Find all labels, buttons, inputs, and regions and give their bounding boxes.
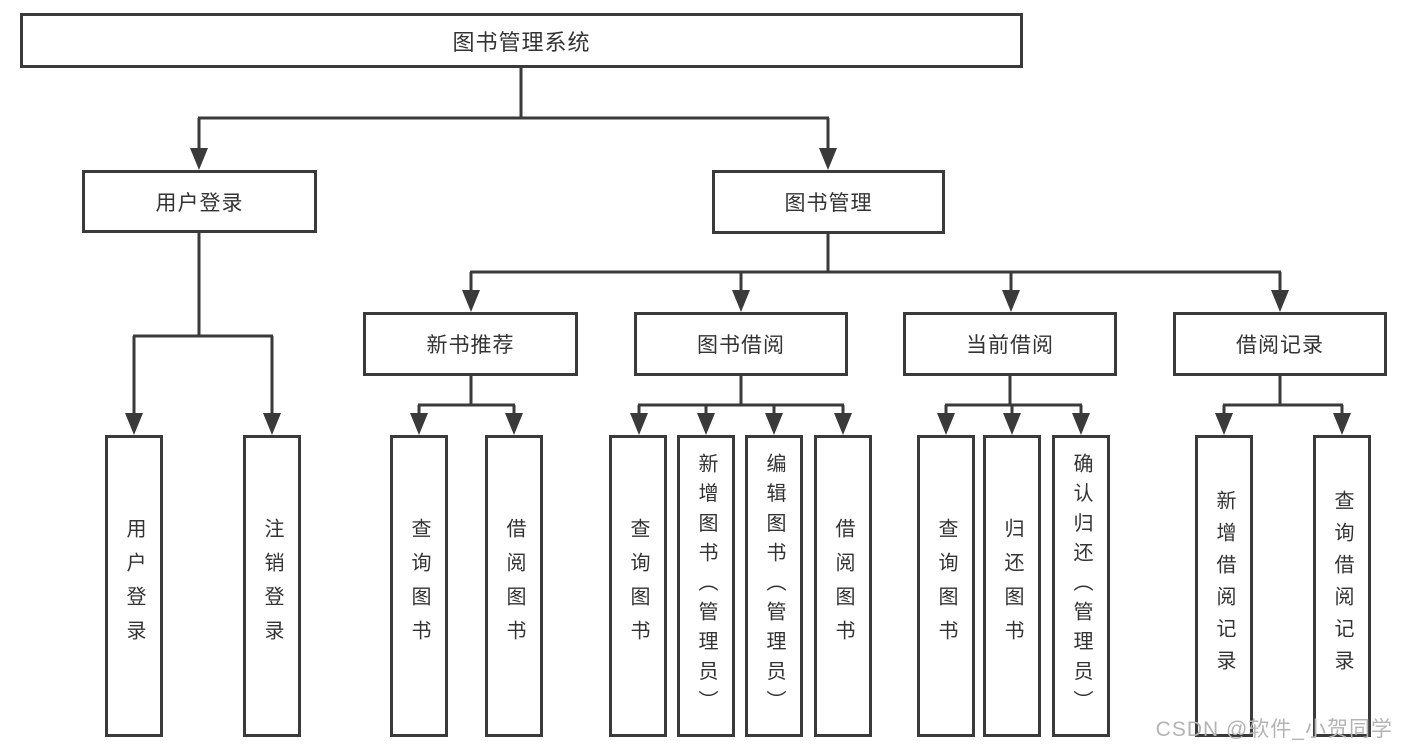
node-current-borrow: 当前借阅 <box>903 312 1117 376</box>
leaf-logout: 注销登录 <box>243 435 301 737</box>
connector-root-branch <box>190 68 837 170</box>
leaf-user-login: 用户登录 <box>105 435 163 737</box>
connector-user-login-branch <box>125 233 281 435</box>
leaf-borrow-books-borrow: 借阅图书 <box>814 435 872 737</box>
arrowhead-icon <box>1271 290 1289 312</box>
leaf-confirm-return-admin: 确认归还（管理员） <box>1052 435 1110 737</box>
leaf-confirm-return-admin-label: 确认归还（管理员） <box>1070 452 1092 720</box>
node-book-borrow-label: 图书借阅 <box>697 334 785 357</box>
node-borrow-records: 借阅记录 <box>1173 312 1387 376</box>
connector-new-book-rec-branch <box>410 376 523 435</box>
csdn-watermark: CSDN @软件_小贺同学 <box>1155 718 1393 741</box>
node-book-management: 图书管理 <box>712 170 945 234</box>
arrowhead-icon <box>937 413 955 435</box>
arrowhead-icon <box>505 413 523 435</box>
leaf-add-book-admin: 新增图书（管理员） <box>677 435 735 737</box>
connector-current-borrow-branch <box>937 376 1090 435</box>
arrowhead-icon <box>732 290 750 312</box>
node-book-management-label: 图书管理 <box>784 192 873 215</box>
leaf-query-books-current: 查询图书 <box>917 435 975 737</box>
node-root: 图书管理系统 <box>20 13 1023 68</box>
leaf-query-borrow-record-label: 查询借阅记录 <box>1331 490 1353 682</box>
node-new-book-recommend: 新书推荐 <box>363 312 578 376</box>
node-new-book-recommend-label: 新书推荐 <box>426 334 515 357</box>
arrowhead-icon <box>125 413 143 435</box>
arrowhead-icon <box>765 413 783 435</box>
leaf-borrow-books-borrow-label: 借阅图书 <box>832 518 854 654</box>
arrowhead-icon <box>697 413 715 435</box>
arrowhead-icon <box>1002 290 1020 312</box>
arrowhead-icon <box>410 413 428 435</box>
connector-book-borrow-branch <box>630 376 852 435</box>
arrowhead-icon <box>1003 413 1021 435</box>
node-borrow-records-label: 借阅记录 <box>1236 334 1324 357</box>
leaf-borrow-books-recommend-label: 借阅图书 <box>503 518 525 654</box>
leaf-return-book-label: 归还图书 <box>1001 518 1023 654</box>
leaf-query-books-borrow-label: 查询图书 <box>627 518 649 654</box>
leaf-edit-book-admin-label: 编辑图书（管理员） <box>763 452 785 720</box>
arrowhead-icon <box>1333 413 1351 435</box>
arrowhead-icon <box>190 148 208 170</box>
arrowhead-icon <box>263 413 281 435</box>
leaf-add-borrow-record: 新增借阅记录 <box>1195 435 1253 737</box>
leaf-borrow-books-recommend: 借阅图书 <box>485 435 543 737</box>
arrowhead-icon <box>1072 413 1090 435</box>
leaf-logout-label: 注销登录 <box>261 518 283 654</box>
leaf-add-borrow-record-label: 新增借阅记录 <box>1213 490 1235 682</box>
leaf-return-book: 归还图书 <box>983 435 1041 737</box>
leaf-edit-book-admin: 编辑图书（管理员） <box>745 435 803 737</box>
arrowhead-icon <box>834 413 852 435</box>
node-root-label: 图书管理系统 <box>452 29 591 55</box>
leaf-query-books-borrow: 查询图书 <box>609 435 667 737</box>
node-user-login-label: 用户登录 <box>155 191 244 215</box>
arrowhead-icon <box>630 413 648 435</box>
connector-book-management-branch <box>462 234 1289 312</box>
node-user-login: 用户登录 <box>82 170 317 233</box>
connector-borrow-records-branch <box>1215 376 1351 435</box>
leaf-query-books-recommend: 查询图书 <box>390 435 448 737</box>
node-book-borrow: 图书借阅 <box>634 312 848 376</box>
arrowhead-icon <box>819 148 837 170</box>
leaf-add-book-admin-label: 新增图书（管理员） <box>695 452 717 720</box>
arrowhead-icon <box>1215 413 1233 435</box>
node-current-borrow-label: 当前借阅 <box>966 334 1054 357</box>
leaf-query-books-current-label: 查询图书 <box>935 518 957 654</box>
leaf-query-books-recommend-label: 查询图书 <box>408 518 430 654</box>
leaf-user-login-label: 用户登录 <box>123 518 145 654</box>
arrowhead-icon <box>462 290 480 312</box>
leaf-query-borrow-record: 查询借阅记录 <box>1313 435 1371 737</box>
